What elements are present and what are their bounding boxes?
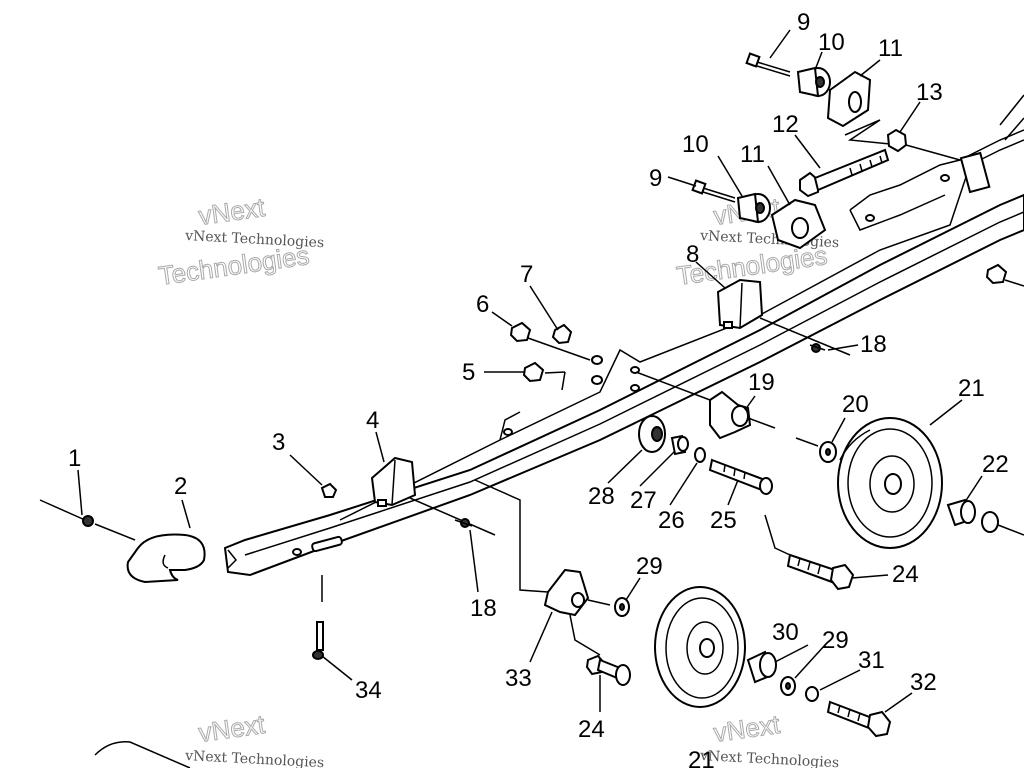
callout-3: 3 xyxy=(272,429,285,456)
callout-7: 7 xyxy=(520,261,533,288)
callout-20: 20 xyxy=(842,391,869,418)
nut-13 xyxy=(886,128,961,161)
nut-3 xyxy=(320,482,338,498)
watermark-text: vNext Technologies xyxy=(184,748,325,768)
bolt-9-top xyxy=(745,52,791,77)
watermark-text: vNext xyxy=(197,709,268,748)
callout-9-top: 9 xyxy=(797,9,810,36)
bushing-28 xyxy=(638,415,666,453)
bushing-27 xyxy=(670,434,689,456)
callout-18-left: 18 xyxy=(470,595,497,622)
callout-13: 13 xyxy=(916,79,943,106)
callout-11-mid: 11 xyxy=(740,141,765,168)
screw-18-left xyxy=(454,518,473,528)
callout-25: 25 xyxy=(710,507,737,534)
callout-34: 34 xyxy=(355,677,382,704)
washer-31 xyxy=(805,686,819,702)
callout-10-top: 10 xyxy=(818,29,845,56)
callout-31: 31 xyxy=(858,647,885,674)
callout-21-upper: 21 xyxy=(958,375,985,402)
washer-26 xyxy=(694,447,706,463)
callout-10-mid: 10 xyxy=(682,131,709,158)
bushing-10-top xyxy=(796,66,831,98)
washer-right xyxy=(981,511,1024,536)
bushing-22 xyxy=(946,498,976,527)
washer-29-left xyxy=(614,597,630,617)
bolt-25 xyxy=(708,458,773,495)
callout-30: 30 xyxy=(772,619,799,646)
callout-8: 8 xyxy=(686,241,699,268)
watermark-text: vNext Technologies xyxy=(699,748,840,768)
callout-12: 12 xyxy=(772,111,799,138)
nut-6 xyxy=(509,321,591,361)
callout-32: 32 xyxy=(910,669,937,696)
bolt-24-lower xyxy=(585,654,631,686)
idler-wheel-21-lower xyxy=(654,586,746,708)
rail-tip-cap xyxy=(126,533,206,584)
bolt-12 xyxy=(799,148,890,198)
screw-1 xyxy=(39,499,136,541)
callout-26: 26 xyxy=(658,507,685,534)
callout-28: 28 xyxy=(588,483,615,510)
bottom-partial-part xyxy=(94,741,191,768)
callout-1: 1 xyxy=(68,445,81,472)
watermark-text: vNext xyxy=(712,709,783,748)
shock-arm xyxy=(999,94,1024,141)
callout-29-left: 29 xyxy=(636,553,663,580)
callout-19: 19 xyxy=(748,369,775,396)
idler-wheel-21-upper xyxy=(837,417,943,549)
callout-24-upper: 24 xyxy=(892,561,919,588)
bracket-33 xyxy=(474,479,611,656)
callout-2: 2 xyxy=(174,473,187,500)
watermark-bottom-center: vNext vNext Technologies xyxy=(699,708,840,768)
washer-20 xyxy=(795,437,837,463)
callout-6: 6 xyxy=(476,291,489,318)
bolt-32 xyxy=(826,700,892,738)
wear-pad-4 xyxy=(370,456,496,536)
watermark-text: vNext xyxy=(197,192,268,231)
callout-22: 22 xyxy=(982,451,1009,478)
watermark-left: vNext vNext Technologies Technologies xyxy=(156,191,325,291)
bolt-24-upper xyxy=(764,514,855,591)
shock-clip xyxy=(959,151,991,194)
callout-5: 5 xyxy=(462,359,475,386)
washer-29-right xyxy=(780,676,796,696)
bushing-30 xyxy=(746,650,777,684)
spacer-11-mid xyxy=(770,198,827,250)
axle-bracket-19 xyxy=(635,371,776,440)
nut-right xyxy=(985,263,1008,285)
shock-mount-bracket xyxy=(849,129,1024,231)
nut-5 xyxy=(522,361,545,383)
callout-11-top: 11 xyxy=(878,35,903,62)
watermark-text: Technologies xyxy=(157,240,311,291)
callout-18-right: 18 xyxy=(860,331,887,358)
callout-4: 4 xyxy=(366,407,379,434)
bushing-10-mid xyxy=(736,192,771,224)
watermark-bottom-left: vNext vNext Technologies xyxy=(184,708,325,768)
callout-9-mid: 9 xyxy=(649,165,662,192)
spacer-11-top xyxy=(826,70,901,146)
callout-24-lower: 24 xyxy=(578,716,605,743)
screw-18-right xyxy=(809,343,826,353)
bolt-34 xyxy=(312,575,324,660)
callout-27: 27 xyxy=(630,487,657,514)
callout-33: 33 xyxy=(505,665,532,692)
callout-21-lower: 21 xyxy=(688,747,715,768)
callout-29-right: 29 xyxy=(822,627,849,654)
callouts: 1 2 3 4 5 6 7 8 9 9 10 10 11 11 12 13 18… xyxy=(68,9,1009,768)
watermark-text: vNext Technologies xyxy=(184,228,325,251)
leader-lines xyxy=(77,29,983,713)
